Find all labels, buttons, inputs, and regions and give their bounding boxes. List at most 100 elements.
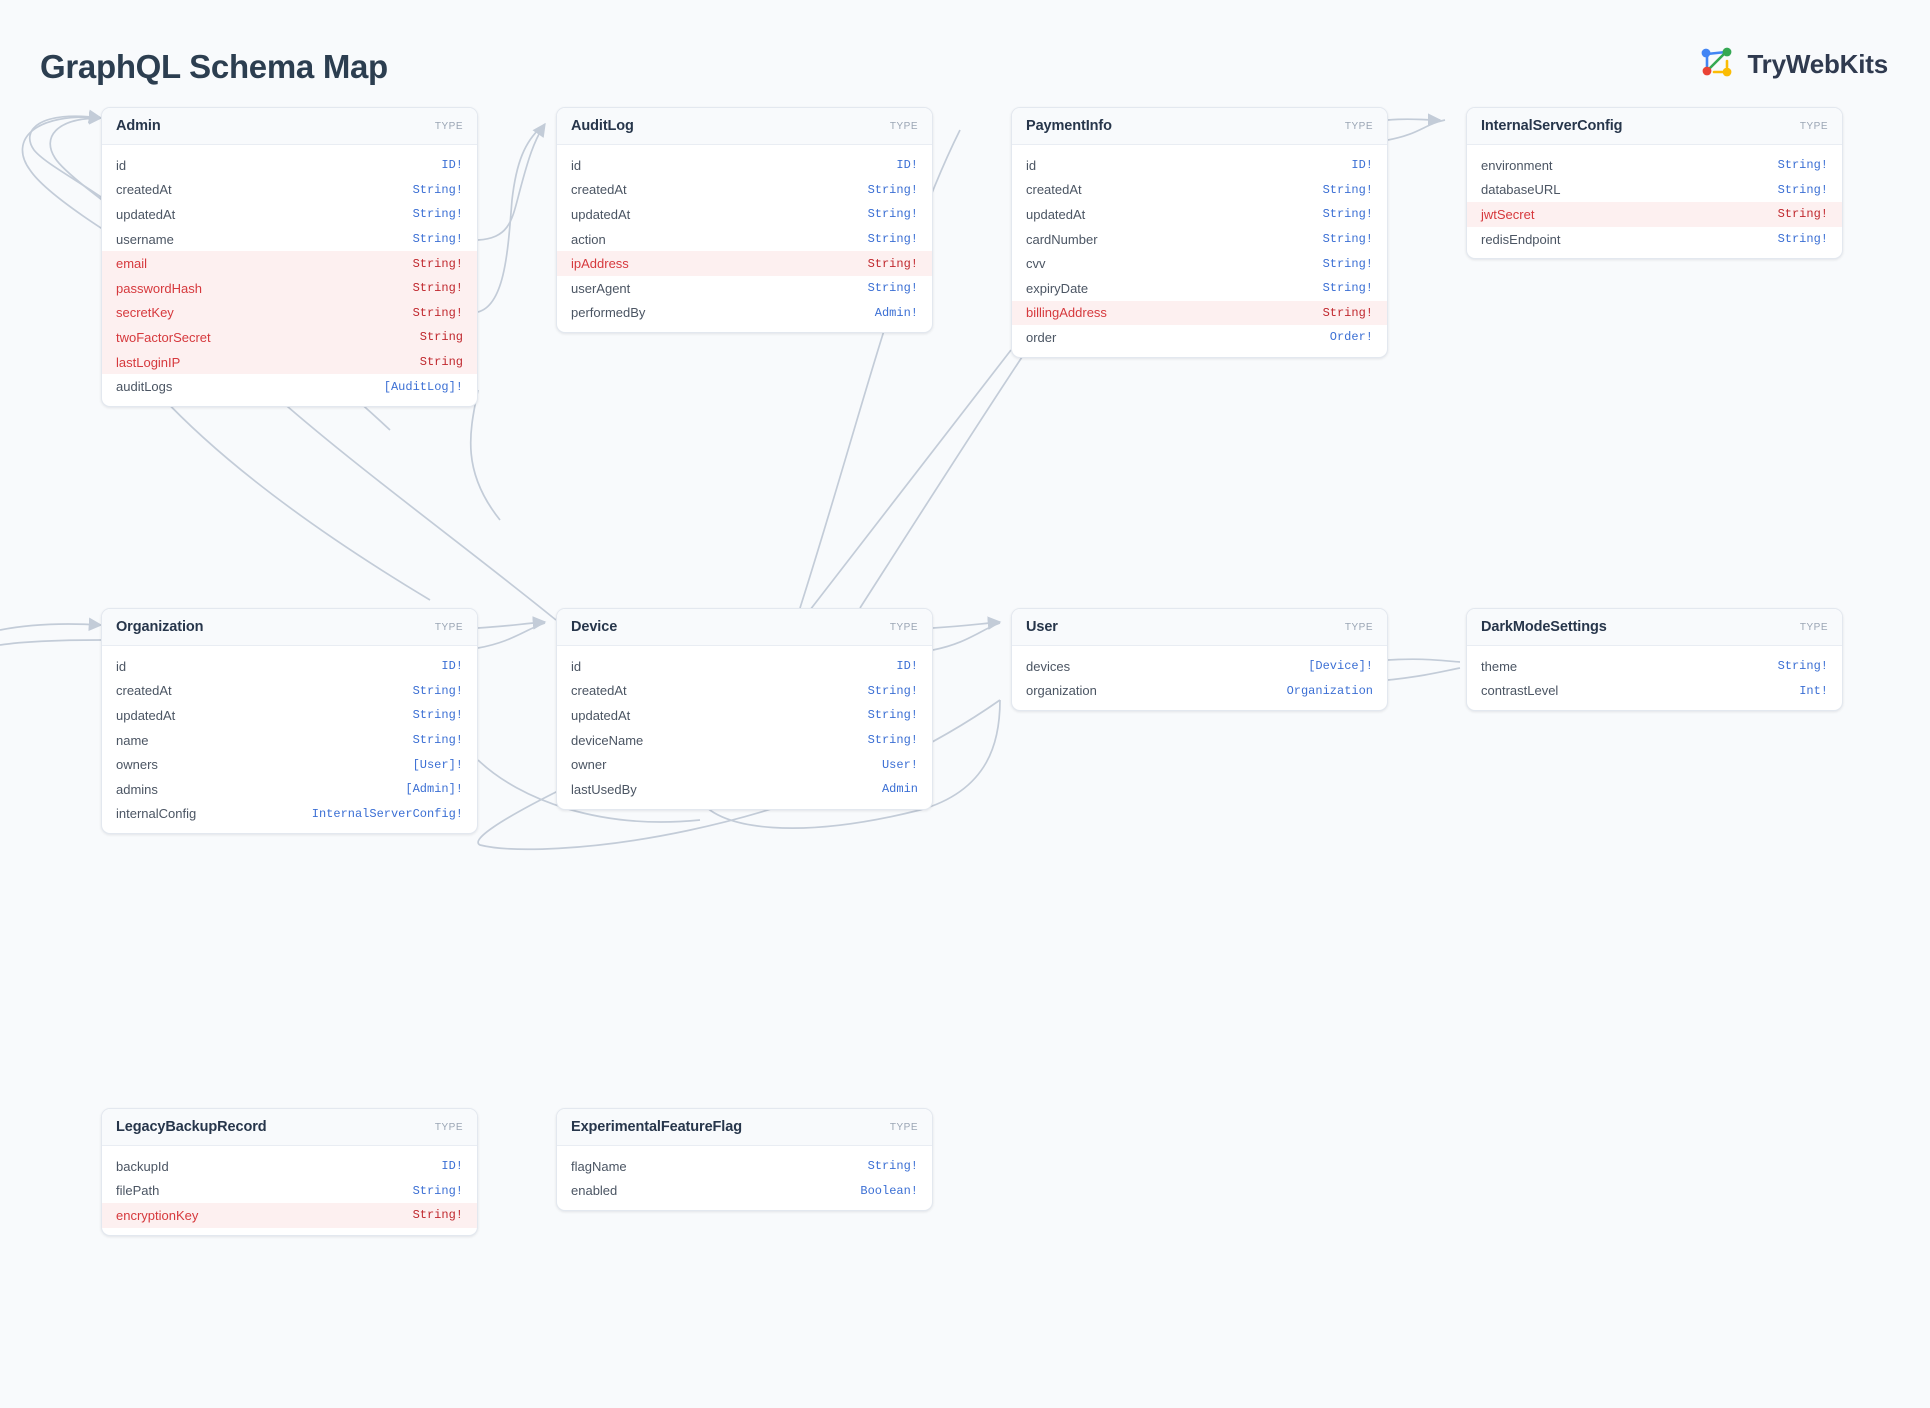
field-row[interactable]: flagName String! bbox=[557, 1154, 932, 1179]
field-row[interactable]: admins[Admin]! bbox=[102, 777, 477, 802]
field-name: organization bbox=[1026, 683, 1097, 699]
type-column-label: TYPE bbox=[889, 120, 918, 132]
node-title: DarkModeSettings bbox=[1481, 619, 1607, 635]
field-name: id bbox=[571, 157, 582, 173]
node-header-darkmodesettings[interactable]: DarkModeSettings TYPE bbox=[1467, 609, 1842, 646]
field-name: filePath bbox=[116, 1183, 160, 1199]
node-title: Device bbox=[571, 619, 618, 635]
brand-name: TryWebKits bbox=[1747, 49, 1888, 79]
field-row[interactable]: id ID! bbox=[102, 654, 477, 679]
field-name: name bbox=[116, 732, 149, 748]
field-name: id bbox=[1026, 157, 1037, 173]
field-type: User! bbox=[881, 757, 918, 772]
field-type: [Admin]! bbox=[405, 782, 463, 797]
field-name: userAgent bbox=[571, 280, 631, 296]
field-type: String! bbox=[412, 708, 463, 723]
field-type: [User]! bbox=[412, 757, 463, 772]
field-type: ID! bbox=[441, 659, 463, 674]
field-row[interactable]: owners[User]! bbox=[102, 752, 477, 777]
field-name: id bbox=[116, 658, 127, 674]
field-row[interactable]: devices[Device]! bbox=[1012, 654, 1387, 679]
field-type: Boolean! bbox=[860, 1183, 918, 1198]
field-row[interactable]: updatedAt String! bbox=[102, 703, 477, 728]
field-name: username bbox=[116, 231, 174, 247]
field-name: flagName bbox=[571, 1158, 627, 1174]
field-row[interactable]: auditLogs[AuditLog]! bbox=[102, 374, 477, 399]
page-title: GraphQL Schema Map bbox=[40, 48, 388, 85]
field-name: updatedAt bbox=[116, 707, 176, 723]
field-name: passwordHash bbox=[116, 280, 202, 296]
field-name: theme bbox=[1481, 658, 1518, 674]
type-column-label: TYPE bbox=[1799, 621, 1828, 633]
field-type: String! bbox=[867, 708, 918, 723]
node-title: InternalServerConfig bbox=[1481, 118, 1623, 134]
field-type: String! bbox=[867, 1159, 918, 1174]
field-name: createdAt bbox=[1026, 182, 1082, 198]
